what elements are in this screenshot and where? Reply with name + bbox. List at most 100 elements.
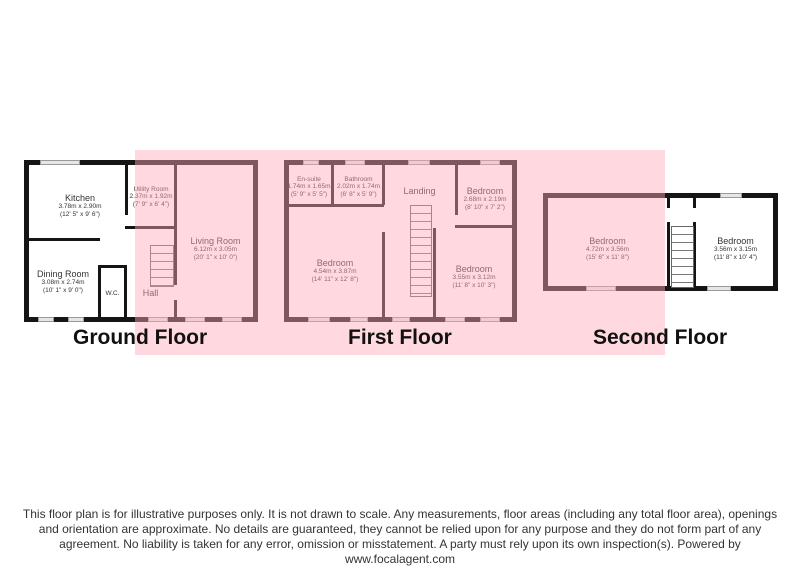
wall xyxy=(773,193,778,291)
room-metric: 4.72m x 3.56m xyxy=(586,246,629,254)
second-floor-label: Second Floor xyxy=(593,326,728,349)
window xyxy=(392,317,410,322)
window xyxy=(345,160,365,165)
first-floor-label: First Floor xyxy=(348,326,452,349)
window xyxy=(38,317,54,322)
window xyxy=(350,317,368,322)
wall xyxy=(382,165,385,205)
room-metric: 3.08m x 2.74m xyxy=(41,279,85,287)
room-imperial: (14' 11" x 12' 8") xyxy=(311,275,359,283)
window xyxy=(586,286,616,291)
window xyxy=(308,317,330,322)
room-name: Bedroom xyxy=(589,236,626,246)
wall xyxy=(124,265,127,320)
room-name: Bedroom xyxy=(316,258,354,268)
staircase xyxy=(410,205,432,297)
room-wc: W.C. xyxy=(100,290,125,297)
wall xyxy=(253,160,258,322)
room-metric: 1.74m x 1.65m xyxy=(287,183,331,191)
window xyxy=(303,160,319,165)
room-landing: Landing xyxy=(392,186,447,196)
wall xyxy=(174,300,177,320)
wall xyxy=(543,286,778,291)
window xyxy=(480,317,500,322)
wall xyxy=(693,198,696,208)
room-metric: 2.68m x 2.19m xyxy=(463,196,507,204)
room-name: En-suite xyxy=(297,176,321,183)
room-metric: 4.54m x 3.87m xyxy=(313,268,357,276)
room-imperial: (7' 9" x 6' 4") xyxy=(132,200,170,208)
window xyxy=(222,317,242,322)
wall xyxy=(543,193,548,291)
watermark-band xyxy=(135,150,665,355)
window xyxy=(148,317,168,322)
room-name: Bathroom xyxy=(344,176,373,183)
room-imperial: (6' 8" x 5' 9") xyxy=(340,190,377,198)
room-imperial: (10' 1" x 9' 0") xyxy=(43,286,83,294)
wall xyxy=(667,198,670,208)
wall xyxy=(433,228,436,320)
room-imperial: (8' 10" x 7' 2") xyxy=(465,203,505,211)
wall xyxy=(693,222,696,288)
ground-floor-label: Ground Floor xyxy=(73,326,208,349)
window xyxy=(40,160,80,165)
wall xyxy=(24,160,258,165)
staircase xyxy=(671,226,694,288)
room-hall: Hall xyxy=(138,288,163,298)
room-name: Landing xyxy=(403,186,436,196)
wall xyxy=(667,222,670,288)
wall xyxy=(331,165,334,205)
window xyxy=(720,193,742,198)
disclaimer-text: This floor plan is for illustrative purp… xyxy=(22,507,778,566)
room-metric: 2.37m x 1.92m xyxy=(129,193,173,201)
window xyxy=(707,286,731,291)
room-imperial: (5' 9" x 5' 5") xyxy=(290,190,328,198)
wall xyxy=(24,317,258,322)
room-name: Living Room xyxy=(190,236,241,246)
room-metric: 3.78m x 2.90m xyxy=(58,203,102,211)
room-name: Bedroom xyxy=(455,264,493,274)
wall xyxy=(455,225,515,228)
room-name: W.C. xyxy=(105,290,120,297)
window xyxy=(185,317,205,322)
wall xyxy=(125,165,128,215)
window xyxy=(408,160,430,165)
wall xyxy=(98,265,101,320)
room-imperial: (20' 1" x 10' 0") xyxy=(193,253,238,261)
wall xyxy=(125,226,175,229)
room-imperial: (12' 5" x 9' 6") xyxy=(60,210,100,218)
room-imperial: (11' 8" x 10' 4") xyxy=(713,253,758,261)
staircase xyxy=(150,245,174,287)
window xyxy=(68,317,84,322)
window xyxy=(480,160,500,165)
room-name: Dining Room xyxy=(36,269,90,279)
wall xyxy=(382,232,385,320)
room-name: Kitchen xyxy=(64,193,96,203)
room-imperial: (11' 8" x 10' 3") xyxy=(452,281,496,289)
room-name: Bedroom xyxy=(466,186,504,196)
room-imperial: (15' 6" x 11' 8") xyxy=(585,253,630,261)
room-metric: 3.55m x 3.12m xyxy=(452,274,496,282)
wall xyxy=(24,238,100,241)
room-metric: 2.02m x 1.74m xyxy=(337,183,380,191)
wall xyxy=(543,193,778,198)
wall xyxy=(284,160,289,322)
wall xyxy=(512,160,517,322)
room-metric: 3.56m x 3.15m xyxy=(714,246,757,254)
wall xyxy=(24,160,29,322)
wall xyxy=(174,165,177,285)
room-name: Hall xyxy=(142,288,159,298)
wall xyxy=(284,204,384,207)
room-name: Bedroom xyxy=(717,236,754,246)
